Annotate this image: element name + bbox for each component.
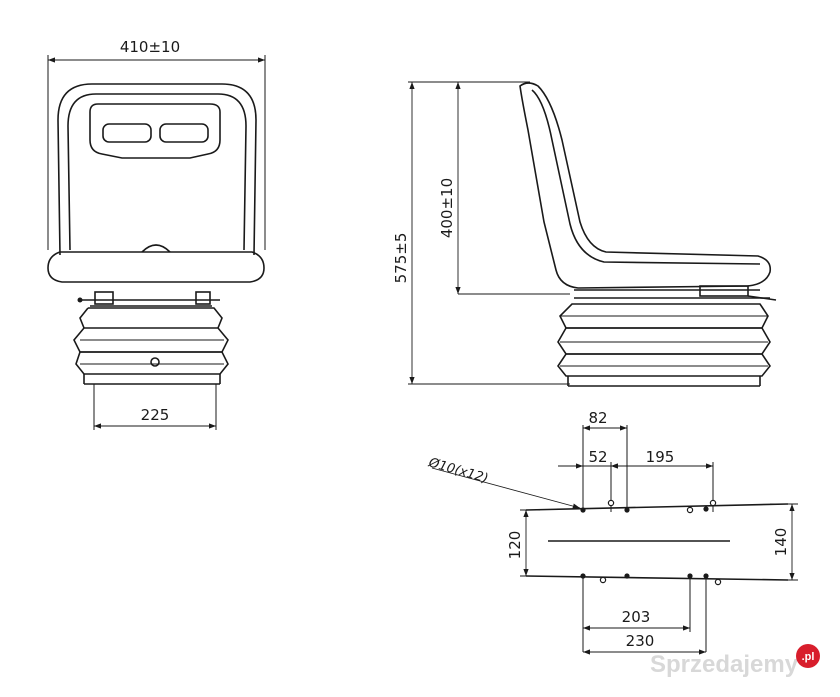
front-bracket-right	[195, 291, 211, 305]
handle-recess	[89, 103, 221, 159]
base-plate-view: 82 52 195 Ø10(x12) 120 140 203 230	[426, 409, 798, 655]
base-dimension-label: 225	[141, 406, 170, 424]
watermark-badge-icon	[796, 644, 820, 668]
watermark-text: Sprzedajemy	[650, 651, 799, 678]
dim-230-label: 230	[626, 632, 655, 650]
watermark-suffix: .pl	[802, 651, 815, 663]
front-seat-back-outer	[57, 83, 257, 256]
side-seat-inner	[531, 89, 761, 265]
dim-203-label: 203	[622, 608, 651, 626]
back-height-dimension-label: 400±10	[438, 178, 456, 238]
hole-note-label: Ø10(x12)	[426, 455, 490, 487]
front-seat-knob	[141, 244, 171, 253]
side-bellows	[557, 303, 771, 387]
handle-slot-right	[159, 123, 209, 143]
dim-120-label: 120	[506, 531, 524, 560]
side-seat-outer	[519, 82, 772, 289]
width-dimension-label: 410±10	[120, 38, 180, 56]
dim-140-label: 140	[772, 528, 790, 557]
plate-top-edge	[525, 503, 789, 511]
front-seat-back-inner	[67, 93, 247, 251]
dim-52-label: 52	[588, 448, 607, 466]
front-view: 410±10	[47, 38, 266, 430]
plate-bottom-edge	[525, 575, 789, 581]
front-seat-cushion	[47, 251, 265, 283]
front-bracket-left	[94, 291, 114, 305]
handle-slot-left	[102, 123, 152, 143]
side-adjuster	[699, 285, 749, 297]
hole-note-leader	[431, 467, 581, 509]
side-view: 575±5 400±10	[392, 81, 777, 387]
dim-82-label: 82	[588, 409, 607, 427]
watermark: Sprzedajemy .pl	[650, 644, 820, 678]
total-height-dimension-label: 575±5	[392, 233, 410, 284]
front-bellows	[73, 307, 229, 385]
dim-195-label: 195	[646, 448, 675, 466]
